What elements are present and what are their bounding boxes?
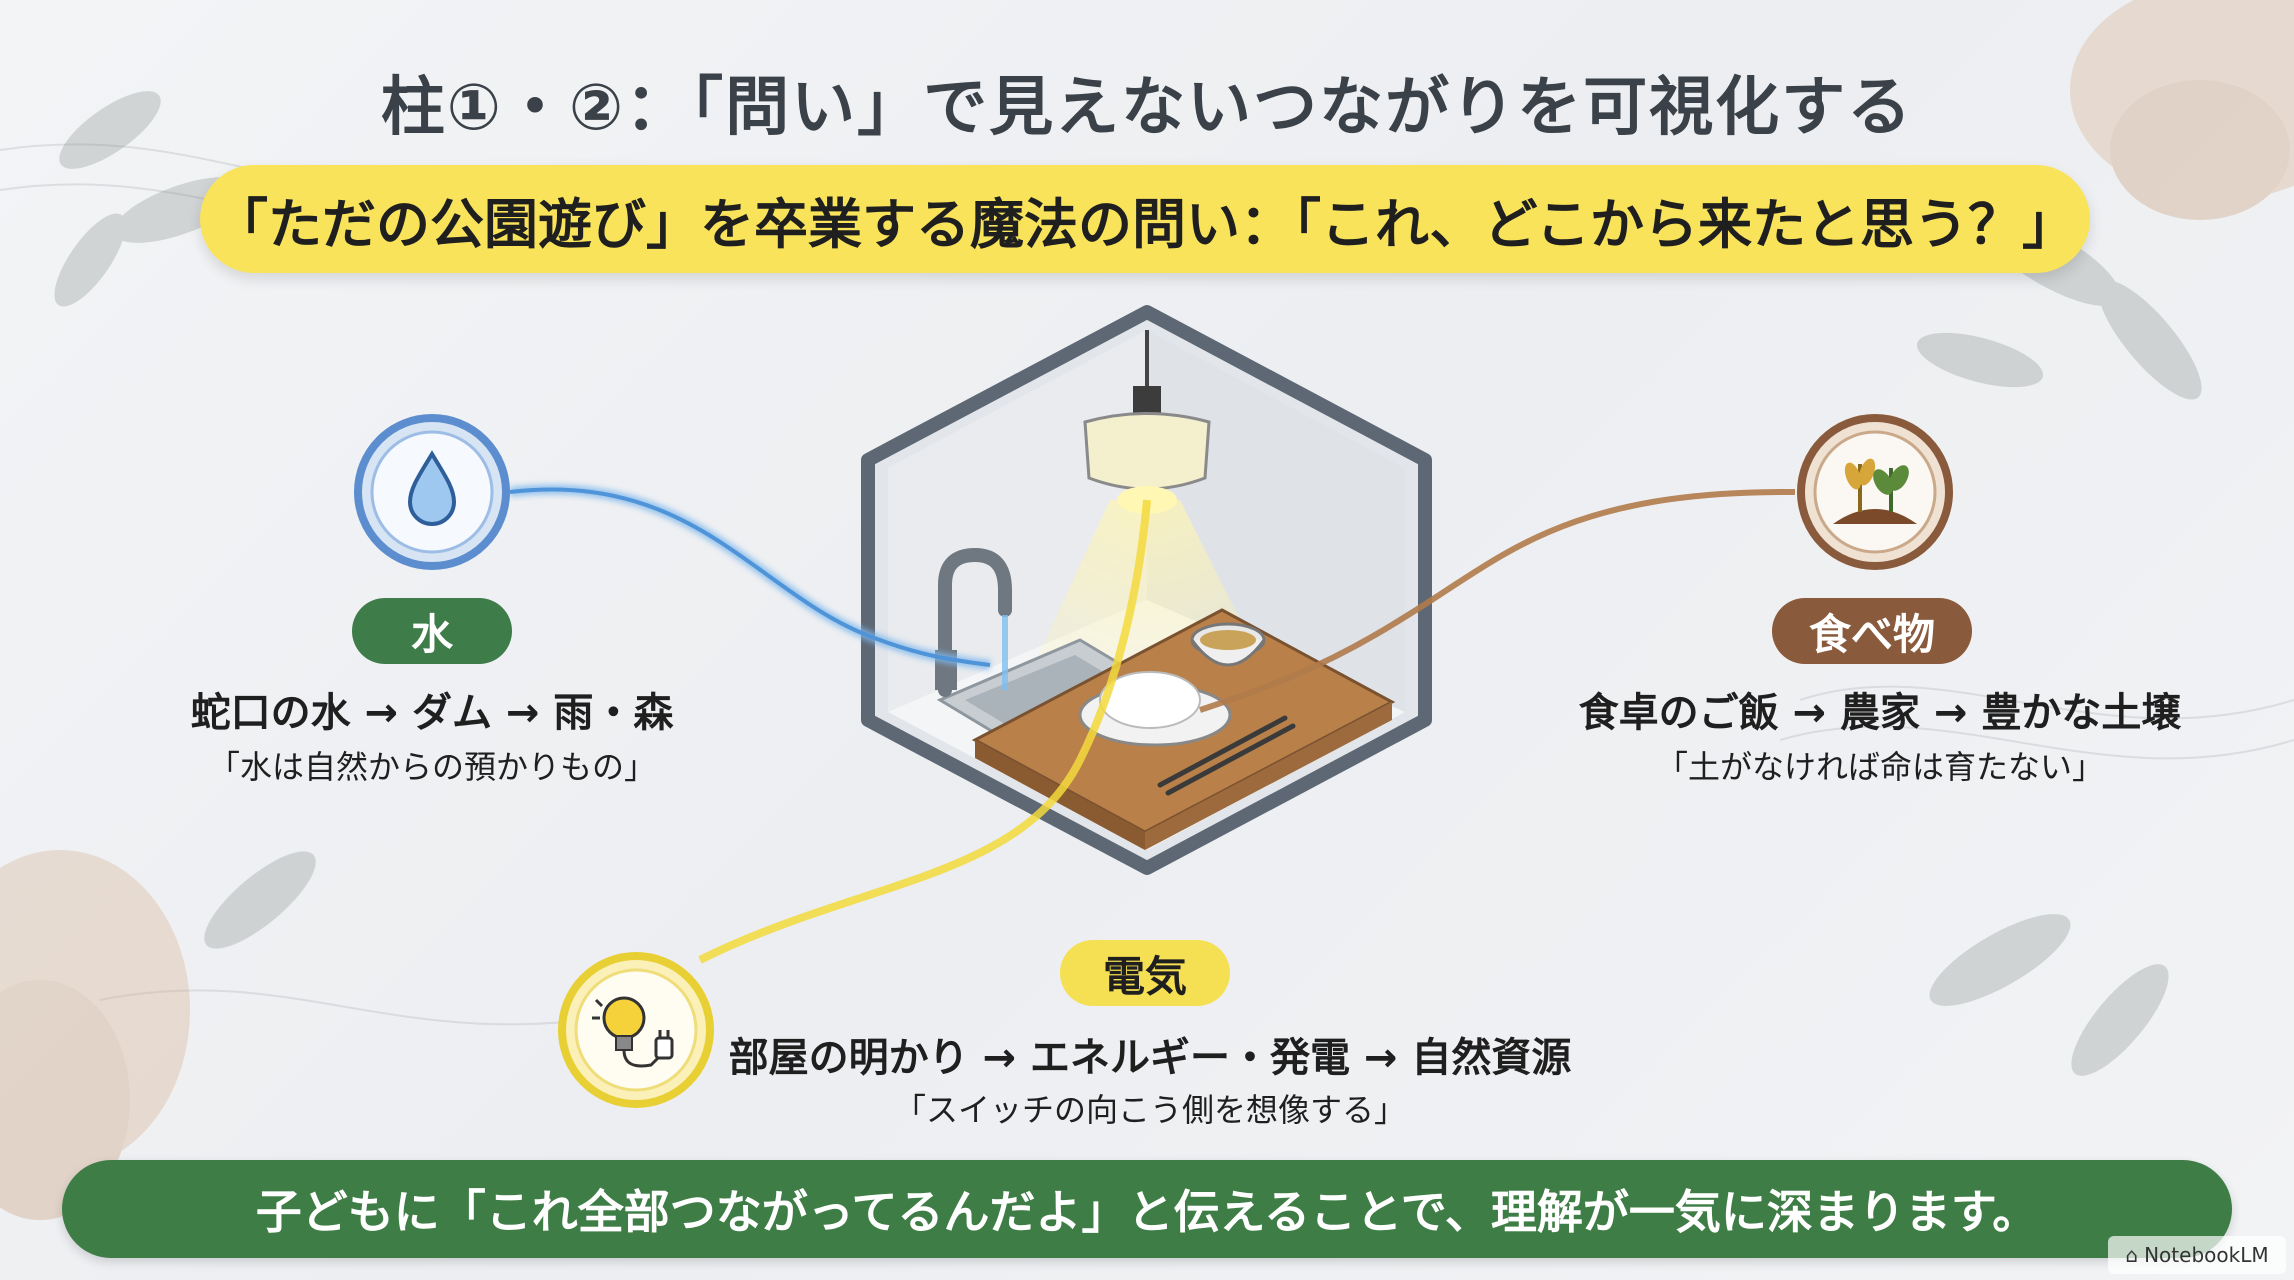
- food-connection-line: [1199, 488, 1796, 713]
- water-drop-icon: [354, 414, 510, 570]
- water-label-pill: 水: [352, 598, 512, 664]
- page-title: 柱①・②：「問い」で見えないつながりを可視化する: [380, 71, 1914, 145]
- notebooklm-watermark: ⌂ NotebookLM: [2108, 1236, 2286, 1274]
- water-quote-text: 「水は自然からの預かりもの」: [207, 748, 656, 786]
- footer-banner: 子どもに「これ全部つながってるんだよ」と伝えることで、理解が一気に深まります。: [62, 1160, 2232, 1258]
- food-quote-text: 「土がなければ命は育たない」: [1655, 748, 2104, 786]
- question-banner: 「ただの公園遊び」を卒業する魔法の問い：「これ、どこから来たと思う？」: [200, 165, 2090, 273]
- food-label-pill: 食べ物: [1772, 598, 1972, 664]
- food-chain-text: 食卓のご飯 → 農家 → 豊かな土壌: [1578, 690, 2182, 736]
- sprout-soil-icon: [1797, 414, 1953, 570]
- notebooklm-logo-icon: ⌂: [2125, 1243, 2139, 1267]
- electricity-quote-text: 「スイッチの向こう側を想像する」: [893, 1091, 1406, 1129]
- lightbulb-plug-icon: [558, 952, 714, 1108]
- question-banner-text: 「ただの公園遊び」を卒業する魔法の問い：「これ、どこから来たと思う？」: [214, 192, 2076, 256]
- water-chain-text: 蛇口の水 → ダム → 雨・森: [190, 690, 674, 736]
- electricity-connection-line: [698, 499, 1151, 964]
- rice-bowl-icon: [1078, 671, 1232, 747]
- chopsticks-icon: [1157, 715, 1296, 796]
- ceiling-lamp-icon: [1083, 330, 1211, 514]
- leaf-silhouettes: [54, 91, 2202, 1076]
- electricity-chain-text: 部屋の明かり → エネルギー・発電 → 自然資源: [728, 1035, 1572, 1081]
- soup-bowl-icon: [1190, 622, 1266, 667]
- footer-banner-text: 子どもに「これ全部つながってるんだよ」と伝えることで、理解が一気に深まります。: [255, 1185, 2039, 1239]
- electricity-label-pill: 電気: [1060, 940, 1230, 1006]
- watermark-text: NotebookLM: [2144, 1243, 2269, 1267]
